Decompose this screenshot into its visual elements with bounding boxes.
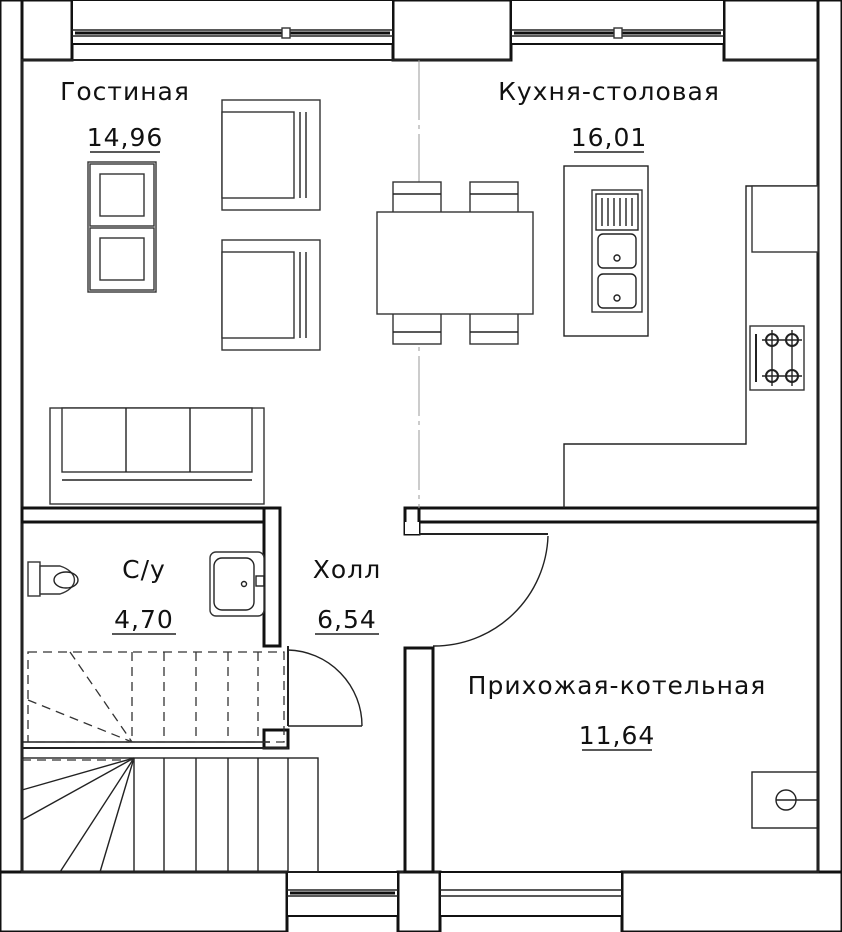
staircase — [21, 651, 319, 873]
room-area-kitchen: 16,01 — [571, 123, 648, 152]
area-underlines — [90, 151, 652, 751]
window-bottom-right — [439, 871, 623, 917]
room-name-bathroom: С/у — [122, 555, 166, 584]
room-area-bathroom: 4,70 — [114, 605, 174, 634]
boiler — [751, 771, 819, 829]
room-label-kitchen: Кухня-столовая 16,01 — [498, 77, 720, 152]
room-label-bathroom: С/у 4,70 — [114, 555, 174, 634]
washbasin — [209, 551, 265, 617]
door-bathroom-stair — [287, 646, 363, 727]
room-name-kitchen: Кухня-столовая — [498, 77, 720, 106]
stove — [749, 325, 805, 391]
interior-walls — [20, 506, 820, 874]
window-top-left — [71, 0, 394, 45]
room-label-entry: Прихожая-котельная 11,64 — [468, 671, 767, 750]
armchair-bottom — [221, 239, 321, 351]
dining-table — [376, 181, 534, 345]
room-name-hall: Холл — [313, 555, 381, 584]
room-name-living: Гостиная — [60, 77, 190, 106]
room-label-living: Гостиная 14,96 — [60, 77, 190, 152]
armchair-top — [221, 99, 321, 211]
kitchen-island-sink — [563, 165, 649, 337]
window-bottom — [286, 871, 399, 917]
door-entry — [419, 533, 549, 647]
window-top-right — [510, 0, 725, 45]
wall-cabinet — [751, 185, 819, 253]
coffee-table-ottomans — [87, 161, 157, 293]
toilet — [27, 561, 79, 597]
sofa — [49, 407, 265, 505]
room-area-entry: 11,64 — [579, 721, 656, 750]
room-label-hall: Холл 6,54 — [313, 555, 381, 634]
room-name-entry: Прихожая-котельная — [468, 671, 767, 700]
room-area-hall: 6,54 — [317, 605, 377, 634]
room-area-living: 14,96 — [87, 123, 164, 152]
